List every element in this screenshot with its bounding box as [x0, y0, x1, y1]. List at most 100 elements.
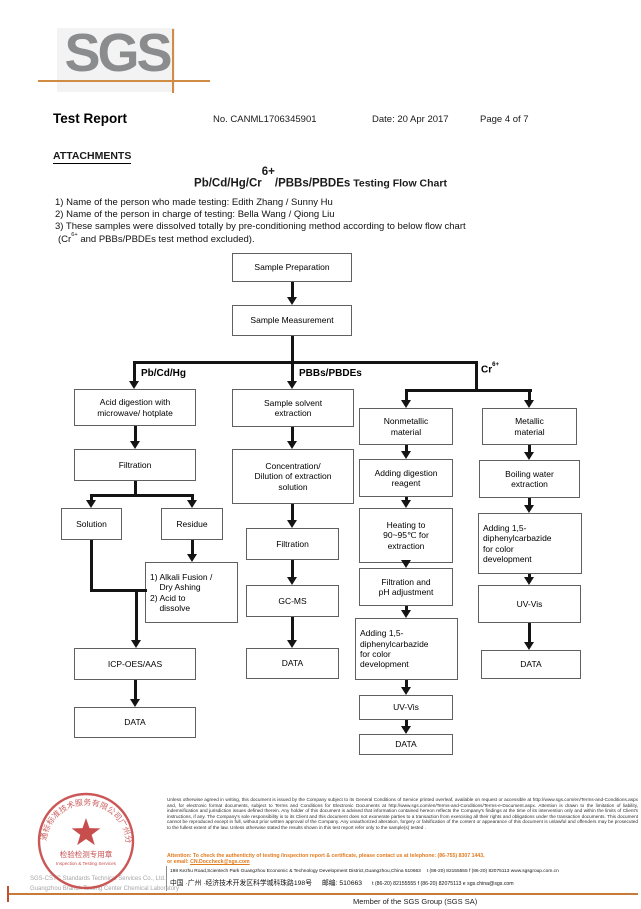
- connector-line: [404, 680, 408, 687]
- stamp-english-band: Inspection & Testing Services: [56, 861, 117, 866]
- arrowhead-icon: [524, 400, 534, 408]
- flow-node-alkali-fusion: 1) Alkali Fusion / Dry Ashing 2) Acid to…: [145, 562, 238, 623]
- footer-left-tick: [7, 886, 9, 902]
- report-title: Test Report: [53, 111, 128, 126]
- flow-node-adding-digestion-reagent: Adding digestion reagent: [359, 459, 453, 497]
- branch-label-pb-cd-hg: Pb/Cd/Hg: [141, 368, 186, 379]
- address-cn: 中国 ·广州 ·经济技术开发区科学城科珠路198号: [170, 880, 312, 887]
- page-indicator: Page 4 of 7: [480, 114, 529, 125]
- connector-line: [474, 361, 478, 389]
- title-sub: Testing Flow Chart: [350, 177, 447, 190]
- connector-line: [190, 540, 194, 554]
- title-main-suffix: /PBBs/PBDEs: [274, 177, 351, 190]
- arrowhead-icon: [287, 441, 297, 449]
- connector-line: [290, 617, 294, 640]
- flow-node-concentration: Concentration/ Dilution of extraction so…: [232, 449, 354, 504]
- flow-node-metallic-material: Metallic material: [482, 408, 577, 445]
- arrowhead-icon: [524, 452, 534, 460]
- note-3: 3) These samples were dissolved totally …: [55, 220, 466, 232]
- connector-line: [89, 497, 93, 500]
- flow-node-boiling-water: Boiling water extraction: [479, 460, 580, 498]
- connector-line: [527, 445, 531, 452]
- title-main-prefix: Pb/Cd/Hg/Cr: [194, 177, 262, 190]
- arrowhead-icon: [401, 500, 411, 508]
- flow-node-heating: Heating to 90~95℃ for extraction: [359, 508, 453, 563]
- flow-node-gc-ms: GC-MS: [246, 585, 339, 617]
- flow-node-sample-measurement: Sample Measurement: [232, 305, 352, 336]
- address-cn-postal: 邮编: 510663: [322, 880, 363, 887]
- connector-line: [90, 494, 194, 497]
- arrowhead-icon: [287, 520, 297, 528]
- stamp-chinese-band: 检验检测专用章: [60, 849, 113, 859]
- flow-node-acid-digestion: Acid digestion with microwave/ hotplate: [74, 389, 196, 426]
- arrowhead-icon: [401, 451, 411, 459]
- logo-crosshair-vertical-line: [172, 29, 174, 93]
- branch-label-pbbs-pbdes: PBBs/PBDEs: [299, 368, 362, 379]
- doccheck-email-link: CN.Doccheck@sgs.com: [190, 859, 250, 865]
- connector-line: [290, 560, 294, 577]
- flow-node-filtration-left: Filtration: [74, 449, 196, 481]
- legal-text: Unless otherwise agreed in writing, this…: [167, 797, 638, 830]
- flow-node-adding-dpc-nonmetal: Adding 1,5- diphenylcarbazide for color …: [355, 618, 458, 680]
- arrowhead-icon: [130, 699, 140, 707]
- stamp-star-icon: [71, 818, 101, 846]
- arrowhead-icon: [129, 381, 139, 389]
- connector-line: [90, 589, 147, 592]
- connector-line: [527, 623, 531, 642]
- arrowhead-icon: [287, 577, 297, 585]
- attention-line1: Attention: To check the authenticity of …: [167, 853, 485, 859]
- connector-line: [404, 445, 408, 451]
- flow-node-filtration-ph: Filtration and pH adjustment: [359, 568, 453, 606]
- flow-chart-title: Pb/Cd/Hg/Cr6+/PBBs/PBDEs Testing Flow Ch…: [0, 166, 641, 191]
- arrowhead-icon: [287, 381, 297, 389]
- connector-line: [133, 426, 137, 441]
- flow-node-data-mid: DATA: [246, 648, 339, 679]
- connector-line: [404, 392, 408, 400]
- address-row-english: 198 Kezhu Road,Scientech Park Guangzhou …: [170, 866, 638, 877]
- flow-node-data-left: DATA: [74, 707, 196, 738]
- footer-divider-line: [8, 893, 638, 895]
- connector-line: [404, 720, 408, 726]
- flow-node-adding-dpc-metal: Adding 1,5- diphenylcarbazide for color …: [478, 513, 582, 574]
- logo-crosshair-horizontal-line: [38, 80, 210, 82]
- arrowhead-icon: [131, 640, 141, 648]
- connector-line: [133, 481, 137, 497]
- connector-line: [290, 282, 294, 297]
- arrowhead-icon: [524, 577, 534, 585]
- connector-line: [290, 504, 294, 520]
- connector-line: [527, 574, 531, 577]
- arrowhead-icon: [401, 610, 411, 618]
- note-2: 2) Name of the person in charge of testi…: [55, 208, 335, 220]
- arrowhead-icon: [524, 642, 534, 650]
- inspection-stamp: 通标标准技术服务有限公司广州分公司 检验检测专用章 Inspection & T…: [36, 791, 135, 890]
- connector-line: [89, 540, 93, 592]
- arrowhead-icon: [287, 640, 297, 648]
- flow-node-residue: Residue: [161, 508, 223, 540]
- flow-node-data-nonmetal: DATA: [359, 734, 453, 755]
- sgs-logo: SGS: [64, 23, 172, 83]
- arrowhead-icon: [187, 554, 197, 562]
- connector-line: [404, 497, 408, 501]
- address-row-chinese: 中国 ·广州 ·经济技术开发区科学城科珠路198号 邮编: 510663 t (…: [170, 877, 638, 891]
- arrowhead-icon: [401, 726, 411, 734]
- address-block: 198 Kezhu Road,Scientech Park Guangzhou …: [166, 866, 638, 891]
- report-date: Date: 20 Apr 2017: [372, 114, 449, 125]
- note-1: 1) Name of the person who made testing: …: [55, 197, 333, 208]
- connector-line: [133, 361, 478, 364]
- arrowhead-icon: [524, 505, 534, 513]
- connector-line: [134, 589, 138, 640]
- flow-node-solution: Solution: [61, 508, 122, 540]
- connector-line: [290, 427, 294, 441]
- connector-line: [132, 361, 136, 381]
- connector-line: [405, 389, 532, 392]
- arrowhead-icon: [130, 441, 140, 449]
- company-name-lines: SGS-CSTC Standards Technical Services Co…: [30, 875, 179, 894]
- address-en: 198 Kezhu Road,Scientech Park Guangzhou …: [170, 869, 421, 874]
- connector-line: [404, 606, 408, 610]
- arrowhead-icon: [287, 297, 297, 305]
- attachments-heading: ATTACHMENTS: [53, 150, 132, 164]
- report-number: No. CANML1706345901: [213, 114, 317, 125]
- flow-node-icp-oes-aas: ICP-OES/AAS: [74, 648, 196, 680]
- note-3b: (Cr6+ and PBBs/PBDEs test method exclude…: [58, 232, 255, 246]
